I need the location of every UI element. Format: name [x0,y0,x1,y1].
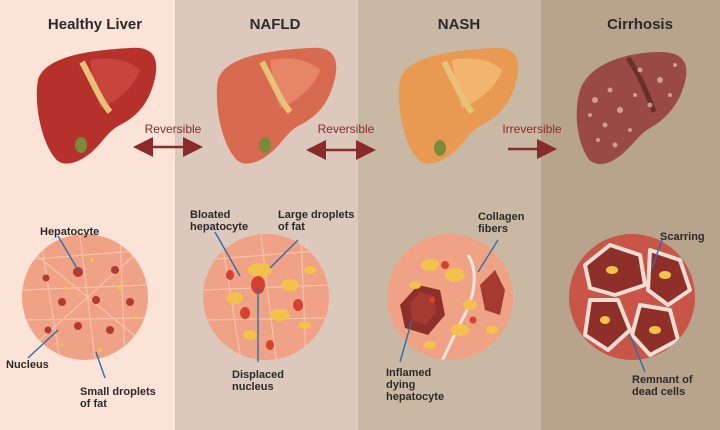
transition-label-3: Irreversible [502,122,562,136]
label-hepatocyte: Hepatocyte [40,226,100,238]
label-large-droplets: Large droplets of fat [278,209,355,233]
stage-title-nafld: NAFLD [249,16,301,33]
label-inflamed-hepatocyte: Inflamed dying hepatocyte [386,367,445,403]
label-small-droplets: Small droplets of fat [80,386,156,410]
stage-title-nash: NASH [437,16,481,33]
cirrhosis-liver-icon [576,52,687,165]
label-collagen-fibers: Collagen fibers [478,211,525,235]
healthy-liver-icon [36,47,157,164]
label-scarring: Scarring [660,231,705,243]
nafld-liver-icon [216,47,337,164]
nash-liver-icon [398,47,519,164]
label-nucleus: Nucleus [6,359,49,371]
label-bloated-hepatocyte: Bloated hepatocyte [190,209,249,233]
transition-label-2: Reversible [317,122,375,136]
healthy-tissue-circle [22,234,148,360]
nash-tissue-circle [387,234,513,360]
label-displaced-nucleus: Displaced nucleus [232,369,284,393]
annotation-pointers [27,231,663,379]
stage-title-cirrhosis: Cirrhosis [607,16,673,33]
label-remnant-dead-cells: Remnant of dead cells [632,374,693,398]
stage-title-healthy: Healthy Liver [47,16,143,33]
transition-label-1: Reversible [144,122,202,136]
cirrhosis-tissue-circle [569,234,695,360]
nafld-tissue-circle [203,234,329,360]
